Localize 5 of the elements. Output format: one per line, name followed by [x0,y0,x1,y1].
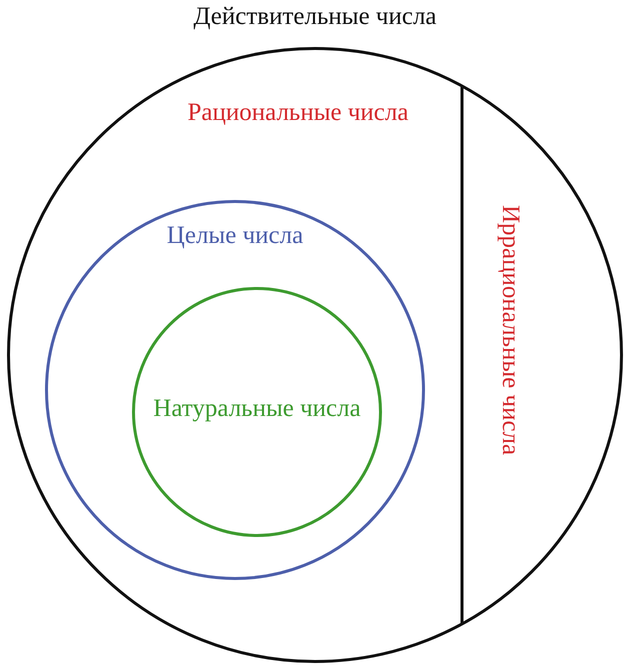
set-label: Натуральные числа [152,395,362,422]
set-label: Иррациональные числа [497,205,524,458]
heading: Действительные числа [192,3,438,30]
set-label: Рациональные числа [186,99,410,126]
set-label: Целые числа [166,222,304,249]
